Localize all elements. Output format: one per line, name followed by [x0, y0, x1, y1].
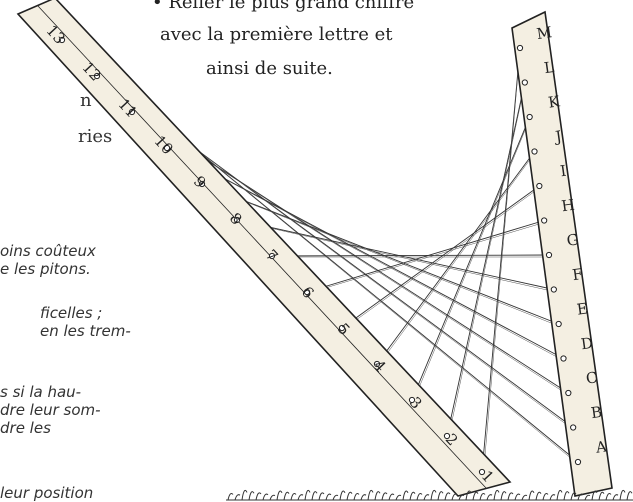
peg: [443, 432, 451, 440]
instruction-line-2: avec la première lettre et: [160, 24, 393, 45]
instruction-line-3: ainsi de suite.: [206, 58, 333, 79]
side-text-line-1: oins coûteux: [0, 242, 96, 260]
peg: [198, 180, 206, 188]
string-line: [168, 148, 564, 361]
side-text-line-6: dre leur som-: [0, 401, 101, 419]
peg: [58, 36, 66, 44]
string-line: [238, 220, 554, 292]
right-board-label: G: [566, 230, 580, 249]
peg: [408, 396, 416, 404]
cut-text-fragment-2: ries: [78, 126, 113, 147]
peg: [516, 44, 524, 52]
peg: [526, 113, 533, 121]
peg: [570, 424, 577, 431]
peg: [545, 251, 553, 259]
peg: [541, 217, 548, 224]
peg: [555, 320, 562, 328]
right-board-label: K: [547, 92, 561, 111]
string-line: [271, 254, 550, 257]
side-text-line-7: dre les: [0, 419, 51, 437]
right-board: [511, 10, 613, 497]
left-board: [16, 0, 512, 497]
right-board-label: L: [543, 58, 555, 77]
string-line: [166, 147, 564, 359]
string-line: [343, 187, 540, 330]
string-line: [308, 222, 545, 294]
right-board-label: F: [571, 265, 584, 284]
side-text-line-3: ficelles ;: [40, 304, 103, 322]
right-board-label: M: [535, 23, 553, 43]
side-text-line-2: e les pitons.: [0, 260, 91, 278]
peg: [574, 458, 582, 466]
side-text-line-5: s si la hau-: [0, 383, 82, 401]
right-board-label: H: [560, 196, 575, 216]
right-board-label: C: [585, 368, 599, 387]
peg: [128, 108, 136, 116]
side-text-line-8: leur position: [0, 484, 94, 502]
string-line: [306, 220, 545, 293]
right-board-label: B: [590, 403, 603, 422]
peg: [536, 182, 543, 190]
peg: [560, 355, 567, 362]
right-board-label: J: [552, 127, 562, 146]
peg: [521, 79, 528, 86]
pegs-group: [58, 36, 582, 476]
peg: [478, 468, 486, 476]
string-line: [411, 116, 531, 401]
instruction-line-1: • Relier le plus grand chiffre: [152, 0, 415, 13]
right-board-label: I: [559, 162, 567, 181]
grass-ground: [226, 489, 633, 501]
string-line: [448, 84, 526, 438]
peg: [233, 216, 241, 224]
peg: [531, 148, 538, 155]
right-board-label: D: [580, 334, 594, 353]
right-board-label: A: [594, 437, 608, 456]
grass-blades: [227, 489, 633, 501]
peg: [268, 252, 276, 260]
peg: [565, 389, 572, 397]
peg: [163, 144, 171, 152]
cut-text-fragment-1: n: [80, 90, 92, 111]
string-line: [483, 49, 521, 474]
peg: [550, 286, 557, 293]
left-board-edge-line: [37, 5, 487, 489]
string-line: [236, 219, 554, 290]
strings-group: [61, 39, 579, 474]
side-text-line-4: en les trem-: [40, 322, 131, 340]
string-line: [378, 153, 535, 366]
peg: [303, 288, 311, 296]
peg: [93, 72, 101, 80]
string-line: [413, 118, 530, 402]
peg: [373, 360, 381, 368]
right-board-label: E: [576, 299, 589, 318]
string-line: [481, 47, 521, 473]
string-line: [201, 183, 559, 325]
peg: [338, 324, 346, 332]
